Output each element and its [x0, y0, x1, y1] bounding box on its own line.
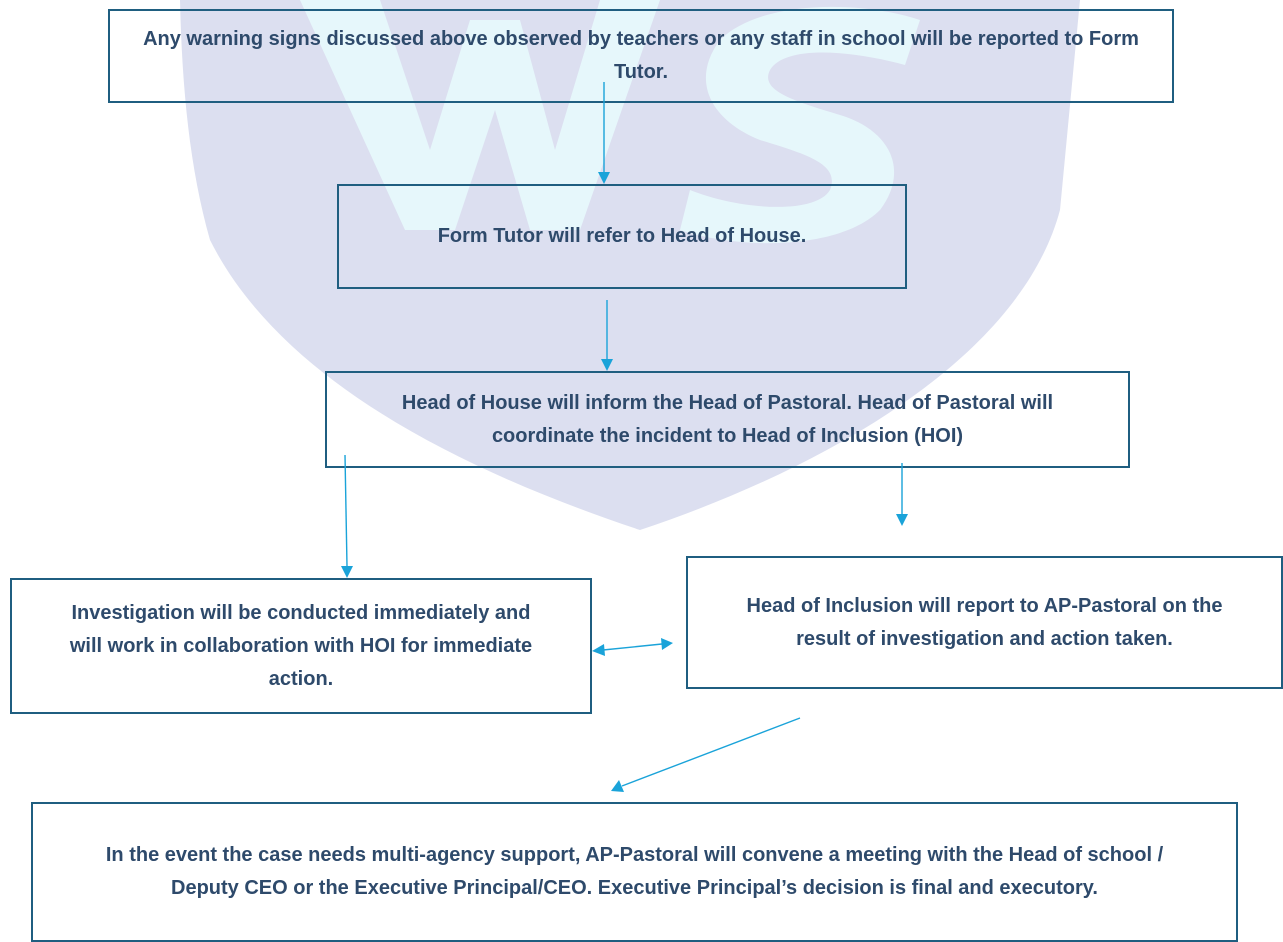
arrow-tutor-down [598, 82, 610, 184]
box-multi-agency-support: In the event the case needs multi-agency… [31, 802, 1238, 942]
box-report-to-form-tutor: Any warning signs discussed above observ… [108, 9, 1174, 103]
box-text: Any warning signs discussed above observ… [143, 28, 1139, 83]
arrow-to-multi-agency [611, 717, 801, 792]
box-head-of-inclusion-reports: Head of Inclusion will report to AP-Past… [686, 556, 1283, 689]
arrow-house-down [601, 300, 613, 371]
box-text: Head of House will inform the Head of Pa… [401, 391, 1054, 447]
box-head-of-house-informs: Head of House will inform the Head of Pa… [325, 371, 1130, 468]
box-text: Head of Inclusion will report to AP-Past… [746, 594, 1223, 650]
arrow-to-inclusion [896, 463, 908, 526]
arrow-bidirectional [592, 638, 673, 656]
arrow-to-investigation [341, 454, 353, 578]
box-text: Investigation will be conducted immediat… [69, 601, 533, 690]
box-form-tutor-refers: Form Tutor will refer to Head of House. [337, 184, 907, 289]
box-text: In the event the case needs multi-agency… [105, 844, 1164, 899]
box-investigation: Investigation will be conducted immediat… [10, 578, 592, 714]
box-text: Form Tutor will refer to Head of House. [437, 225, 807, 247]
